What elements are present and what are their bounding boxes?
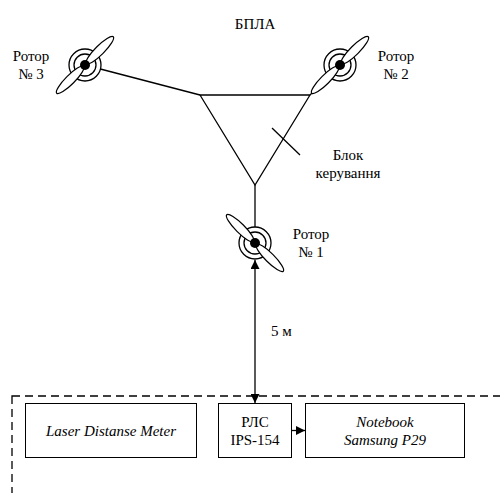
propeller	[309, 34, 372, 97]
dashed-group-border	[12, 396, 500, 493]
part-label: Блок керування	[300, 146, 396, 182]
rotor: Ротор № 2	[323, 48, 357, 82]
connector-arrow	[292, 430, 305, 431]
rotor-label: Ротор № 3	[4, 47, 58, 83]
part-label: БПЛА	[215, 15, 295, 33]
drone-arm	[85, 65, 200, 95]
dimension-label: 5 м	[269, 322, 294, 340]
rotor: Ротор № 1	[238, 226, 272, 260]
device-box: Notebook Samsung P29	[305, 403, 465, 458]
rotor: Ротор № 3	[68, 48, 102, 82]
leader-line	[272, 128, 300, 155]
box-text: Laser Distanse Meter	[46, 422, 176, 440]
device-box: РЛС IPS-154	[218, 403, 292, 458]
rotor-symbol	[68, 48, 102, 82]
connector-arrow	[254, 260, 255, 403]
rotor-label: Ротор № 2	[369, 47, 423, 83]
propeller	[224, 212, 287, 275]
propeller	[54, 34, 117, 97]
rotor-hub	[80, 60, 90, 70]
control-unit-triangle	[200, 95, 310, 185]
device-box: Laser Distanse Meter	[25, 403, 197, 458]
rotor-label: Ротор № 1	[284, 225, 338, 261]
rotor-hub	[250, 238, 260, 248]
box-text: РЛС IPS-154	[227, 413, 283, 449]
rotor-hub	[335, 60, 345, 70]
box-text: Notebook Samsung P29	[338, 413, 433, 449]
rotor-symbol	[238, 226, 272, 260]
rotor-symbol	[323, 48, 357, 82]
